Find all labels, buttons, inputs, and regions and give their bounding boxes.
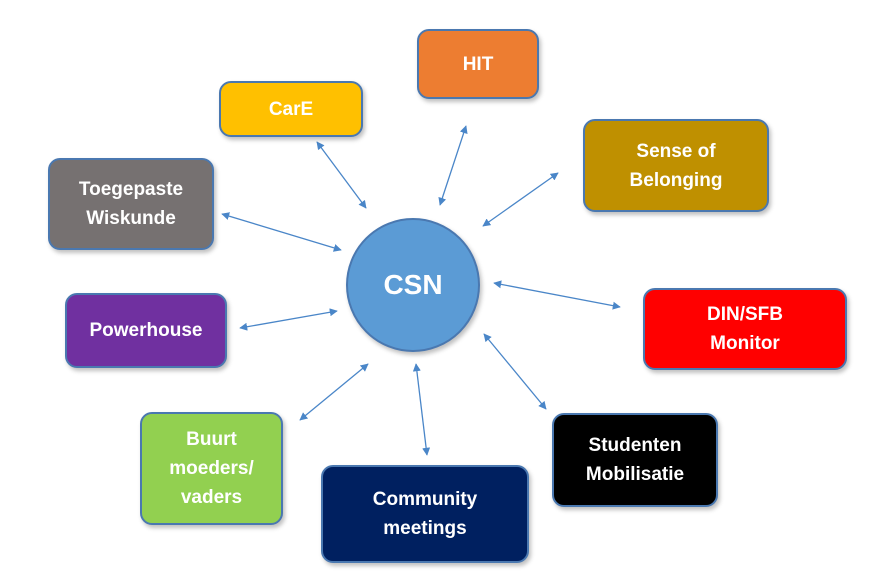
node-buurt-moeders-vaders: Buurt moeders/vaders bbox=[140, 412, 283, 525]
node-label-line: Mobilisatie bbox=[585, 464, 685, 485]
center-node-csn: CSN bbox=[346, 218, 480, 352]
node-label-line: Wiskunde bbox=[86, 208, 176, 229]
node-sense-of-belonging: Sense of Belonging bbox=[583, 119, 769, 212]
arrow-din bbox=[493, 280, 621, 310]
node-label-line: Sense of bbox=[636, 140, 716, 162]
node-label-line: Studenten bbox=[588, 435, 682, 456]
arrow-buurt bbox=[299, 363, 369, 421]
arrow-care bbox=[316, 141, 367, 209]
arrow-toegepaste bbox=[221, 212, 342, 252]
node-label-line: CarE bbox=[268, 98, 314, 120]
node-label-line: meetings bbox=[383, 518, 467, 539]
node-label-line: Toegepaste bbox=[78, 179, 184, 200]
node-hit: HIT bbox=[417, 29, 539, 99]
node-label-line: HIT bbox=[462, 53, 494, 75]
node-label-line: vaders bbox=[180, 487, 243, 508]
node-powerhouse: Powerhouse bbox=[65, 293, 227, 368]
arrow-powerhouse bbox=[239, 308, 338, 331]
arrow-community bbox=[412, 363, 431, 456]
node-label-line: moeders/ bbox=[169, 458, 254, 479]
node-label-line: Monitor bbox=[710, 333, 780, 354]
node-label-line: DIN/SFB bbox=[707, 304, 783, 325]
node-care: CarE bbox=[219, 81, 363, 137]
node-community-meetings: Community meetings bbox=[321, 465, 529, 563]
node-label-line: Powerhouse bbox=[89, 320, 203, 341]
node-label-line: Belonging bbox=[629, 169, 723, 191]
node-label-line: Community bbox=[372, 489, 478, 510]
arrow-hit bbox=[438, 125, 468, 206]
arrow-sense bbox=[482, 172, 559, 227]
node-label-line: Buurt bbox=[186, 429, 237, 450]
node-din-sfb-monitor: DIN/SFB Monitor bbox=[643, 288, 847, 370]
arrow-studenten bbox=[483, 333, 547, 410]
